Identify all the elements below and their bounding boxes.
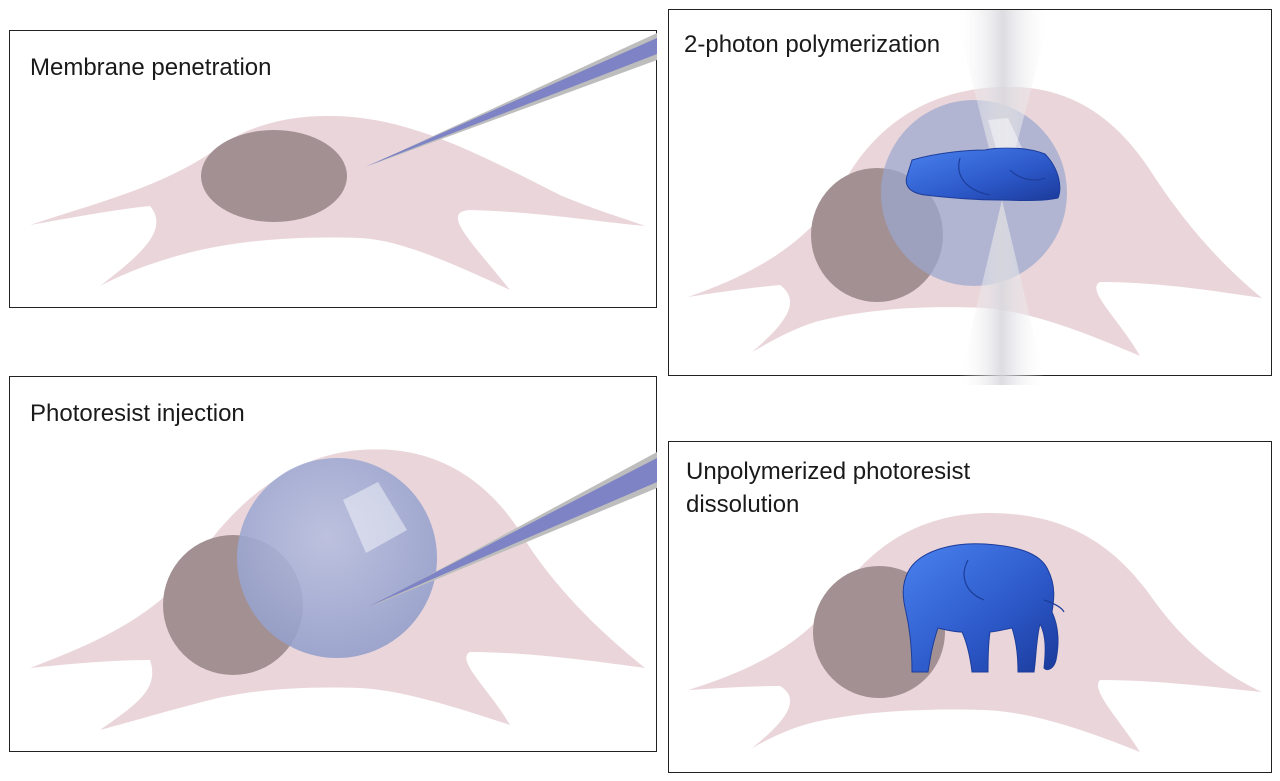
polymerized-block-detail <box>958 157 1046 196</box>
laser-beam-bottom <box>958 200 1046 385</box>
panel3-graphics <box>30 449 657 730</box>
panel-title-two-photon-polymerization: 2-photon polymerization <box>684 31 941 58</box>
cell-1 <box>30 115 645 290</box>
panel-title-membrane-penetration: Membrane penetration <box>30 54 272 81</box>
panel-title-dissolution: Unpolymerized photoresist dissolution <box>686 455 1066 521</box>
panel-title-dissolution-line2: dissolution <box>686 491 800 518</box>
micropipette-3-rim <box>372 452 657 606</box>
micropipette-1-rim <box>368 33 657 166</box>
panel2-graphics <box>688 10 1262 385</box>
laser-beam-top <box>954 10 1052 200</box>
polymerized-block <box>905 147 1061 201</box>
panel4-graphics <box>688 512 1262 752</box>
droplet-highlight-3 <box>343 482 407 553</box>
nucleus-1 <box>201 130 347 222</box>
panel-title-dissolution-line1: Unpolymerized photoresist <box>686 458 971 485</box>
panel-title-photoresist-injection: Photoresist injection <box>30 400 245 427</box>
elephant-icon <box>902 543 1065 673</box>
droplet-highlight-2 <box>988 118 1022 148</box>
photoresist-droplet-3 <box>237 458 437 658</box>
micropipette-3 <box>370 458 657 606</box>
micropipette-1 <box>365 38 657 167</box>
panel1-graphics <box>30 33 657 290</box>
